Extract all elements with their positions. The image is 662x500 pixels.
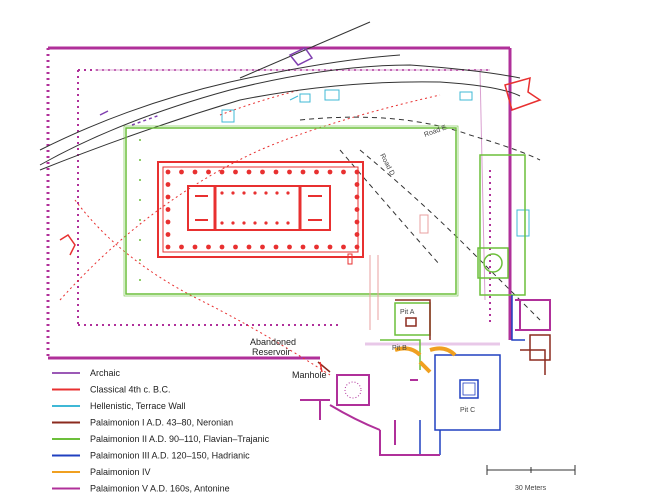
- palaimonion-iv-features: [394, 346, 457, 374]
- temple-column: [327, 169, 333, 175]
- temple-column: [314, 244, 319, 250]
- temple-column: [275, 221, 279, 225]
- temple-column: [354, 182, 360, 187]
- temple-column: [233, 244, 238, 250]
- temple-column: [264, 221, 268, 225]
- temple-column: [231, 221, 235, 225]
- temple-column: [275, 191, 279, 195]
- legend-label: Palaimonion I A.D. 43–80, Neronian: [90, 418, 233, 428]
- modern-lines: [39, 21, 541, 321]
- legend-label: Hellenistic, Terrace Wall: [90, 401, 186, 411]
- temple-column: [165, 182, 171, 187]
- scale-bar: [486, 465, 576, 475]
- temple-column: [246, 169, 252, 175]
- temple-column: [206, 169, 211, 175]
- temple-column: [286, 191, 290, 195]
- temple-column: [260, 169, 265, 175]
- temple-column: [286, 221, 290, 225]
- temple-columns: [165, 169, 360, 250]
- temple-column: [354, 207, 360, 212]
- temple-column: [327, 244, 333, 250]
- pit-a-label: Pit A: [400, 309, 415, 316]
- temple-column: [314, 169, 319, 175]
- temple-column: [179, 244, 184, 250]
- hellenistic-features: [221, 89, 530, 237]
- palaimonion-v-lower: [300, 299, 551, 456]
- temple-column: [165, 207, 171, 212]
- temple-column: [165, 244, 171, 250]
- temple-column: [354, 219, 360, 225]
- temple-column: [354, 169, 360, 175]
- temple-column: [354, 244, 360, 250]
- legend-label: Palaimonion V A.D. 160s, Antonine: [90, 484, 230, 494]
- temple-column: [246, 244, 252, 250]
- temple-column: [242, 191, 246, 195]
- temple-column: [220, 221, 224, 225]
- pit-b-label: Pit B: [392, 345, 407, 352]
- temple-column: [300, 169, 306, 175]
- temple-column: [300, 244, 306, 250]
- legend-label: Archaic: [90, 368, 121, 378]
- temple-column: [264, 191, 268, 195]
- legend-label: Palaimonion II A.D. 90–110, Flavian–Traj…: [90, 434, 270, 444]
- temple-column: [206, 244, 211, 250]
- temple-column: [179, 169, 184, 175]
- temple-column: [165, 232, 171, 237]
- temple-column: [231, 191, 235, 195]
- temple-column: [273, 169, 279, 175]
- palaimonion-ii-temenos: [123, 125, 526, 370]
- green-dots-left: [139, 139, 141, 281]
- legend-label: Classical 4th c. B.C.: [90, 385, 171, 395]
- temple-column: [192, 244, 198, 250]
- temple-column: [354, 232, 360, 237]
- temple-column: [287, 244, 292, 250]
- manhole-label: Manhole: [292, 370, 327, 380]
- pit-c-label: Pit C: [460, 407, 475, 414]
- legend-label: Palaimonion III A.D. 120–150, Hadrianic: [90, 451, 250, 461]
- temple-column: [287, 169, 292, 175]
- palaimonion-i-features: [317, 299, 551, 375]
- temple-column: [219, 244, 225, 250]
- temple-column: [260, 244, 265, 250]
- temple-column: [192, 169, 198, 175]
- temple-column: [165, 169, 171, 175]
- temple-column: [354, 194, 360, 200]
- road-d-label: Road D: [378, 153, 395, 177]
- temple-column: [220, 191, 224, 195]
- temple-column: [219, 169, 225, 175]
- legend-label: Palaimonion IV: [90, 467, 151, 477]
- palaimonion-v-enclosure: [46, 46, 512, 360]
- temple-column: [253, 221, 257, 225]
- temple-column: [233, 169, 238, 175]
- misc-fragments: [59, 47, 542, 373]
- road-e-label: Road E: [423, 124, 448, 139]
- temple-column: [253, 191, 257, 195]
- classical-roads: [59, 89, 441, 376]
- temple-column: [273, 244, 279, 250]
- temple-column: [165, 219, 171, 225]
- abandoned-reservoir-label: Abandoned Reservoir: [250, 337, 299, 357]
- classical-temple: [157, 161, 429, 330]
- temple-column: [242, 221, 246, 225]
- temple-column: [341, 169, 346, 175]
- temple-column: [165, 194, 171, 200]
- palaimonion-iii-features: [419, 295, 525, 455]
- scale-bar-label: 30 Meters: [515, 485, 547, 492]
- temple-column: [341, 244, 346, 250]
